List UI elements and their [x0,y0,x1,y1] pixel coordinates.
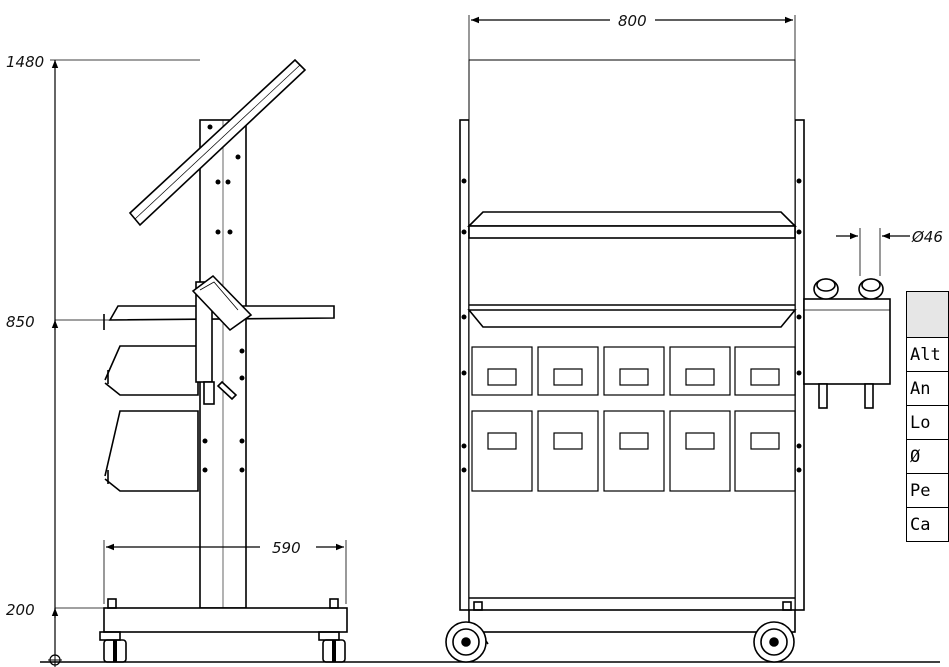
spec-row-ampiezza: An [906,371,949,406]
dim-label-590: 590 [272,539,301,557]
dim-label-200: 200 [6,601,35,619]
caster-left [445,621,489,663]
caster-right [753,621,795,663]
dim-label-800: 800 [618,12,647,30]
diameter-dimension [836,228,910,276]
dim-label-850: 850 [6,313,35,331]
width-dimension [468,15,796,60]
dim-label-diameter: Ø46 [911,228,943,246]
height-dimension [50,59,200,655]
side-view [99,58,348,663]
spec-table: Alt An Lo Ø Pe Ca [906,291,949,542]
gauge-left [813,278,839,300]
spec-row-peso: Pe [906,473,949,508]
origin-marker [48,653,62,667]
gauge-right [858,278,884,300]
spec-row-lunghezza: Lo [906,405,949,440]
spec-table-header [906,291,949,338]
front-view [445,59,891,663]
spec-row-altezza: Alt [906,337,949,372]
spec-row-diametro: Ø [906,439,949,474]
depth-dimension [103,540,347,604]
dim-label-1480: 1480 [6,53,44,71]
bin-row-upper [471,346,796,396]
bin-row-lower [471,410,796,492]
spec-row-capacita: Ca [906,507,949,542]
